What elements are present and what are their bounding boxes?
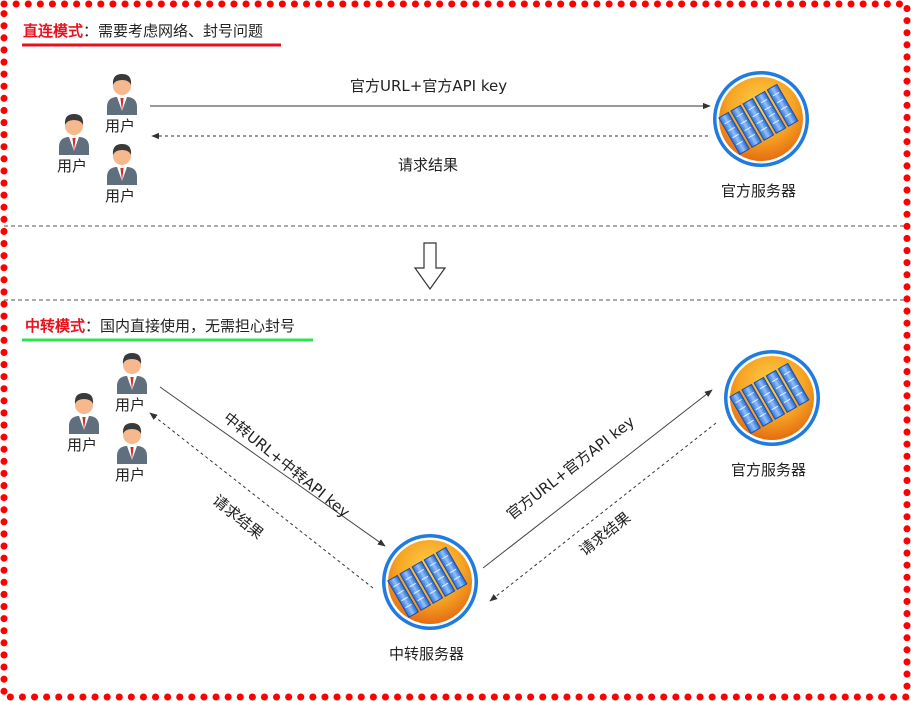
official-server-icon — [712, 70, 810, 168]
bottom-title-key: 中转模式 — [25, 317, 86, 335]
relay-request-arrow — [159, 386, 386, 547]
top-request-label: 官方URL+官方API key — [350, 77, 508, 95]
top-title-rest: ：需要考虑网络、封号问题 — [83, 22, 264, 40]
relay-server-label: 中转服务器 — [389, 645, 465, 663]
user-label: 用户 — [57, 157, 88, 175]
user-label: 用户 — [105, 187, 136, 205]
user-icon — [117, 423, 147, 464]
bottom-title: 中转模式：国内直接使用，无需担心封号 — [25, 317, 295, 335]
official-request-arrow — [482, 389, 713, 569]
top-response-label: 请求结果 — [398, 156, 459, 174]
official-server-icon — [723, 349, 821, 447]
official-server-label: 官方服务器 — [731, 461, 807, 479]
official-server-label: 官方服务器 — [721, 182, 797, 200]
top-title: 直连模式：需要考虑网络、封号问题 — [23, 22, 263, 40]
user-icon — [59, 114, 89, 155]
top-title-key: 直连模式 — [23, 22, 84, 40]
user-label: 用户 — [115, 396, 146, 414]
user-icon — [69, 393, 99, 434]
user-icon — [107, 144, 137, 185]
user-label: 用户 — [105, 117, 136, 135]
user-icon — [107, 74, 137, 115]
user-label: 用户 — [67, 436, 98, 454]
relay-response-arrow — [149, 412, 374, 589]
down-arrow-icon — [413, 242, 447, 291]
bottom-title-rest: ：国内直接使用，无需担心封号 — [85, 317, 296, 335]
relay-server-icon — [381, 533, 479, 631]
user-icon — [117, 353, 147, 394]
user-label: 用户 — [115, 466, 146, 484]
